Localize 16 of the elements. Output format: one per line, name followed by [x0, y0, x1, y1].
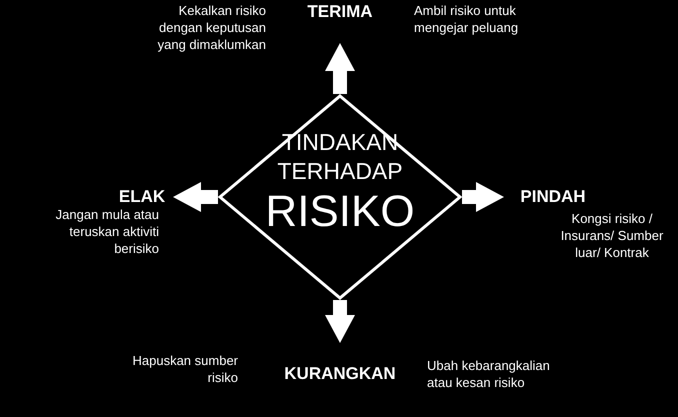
block-arrow: [462, 182, 504, 212]
action-title: KURANGKAN: [284, 364, 396, 384]
action-title: PINDAH: [520, 187, 586, 207]
description-text: Kekalkan risiko dengan keputusan yang dimaklumkan: [156, 2, 266, 53]
description-text: Hapuskan sumber risiko: [132, 352, 238, 386]
action-title: TERIMA: [307, 2, 373, 22]
block-arrow: [325, 300, 355, 343]
diamond-title: RISIKO: [265, 188, 415, 236]
description-text: Ubah kebarangkalian atau kesan risiko: [427, 357, 551, 391]
diamond-heading: TINDAKAN TERHADAP: [276, 128, 404, 186]
description-text: Ambil risiko untuk mengejar peluang: [414, 2, 520, 36]
block-arrow: [325, 43, 355, 94]
description-text: Kongsi risiko / Insurans/ Sumber luar/ Kontrak: [560, 210, 664, 261]
description-text: Jangan mula atau teruskan aktiviti berisiko: [54, 206, 159, 257]
block-arrow: [173, 182, 218, 212]
action-title: ELAK: [118, 187, 166, 207]
